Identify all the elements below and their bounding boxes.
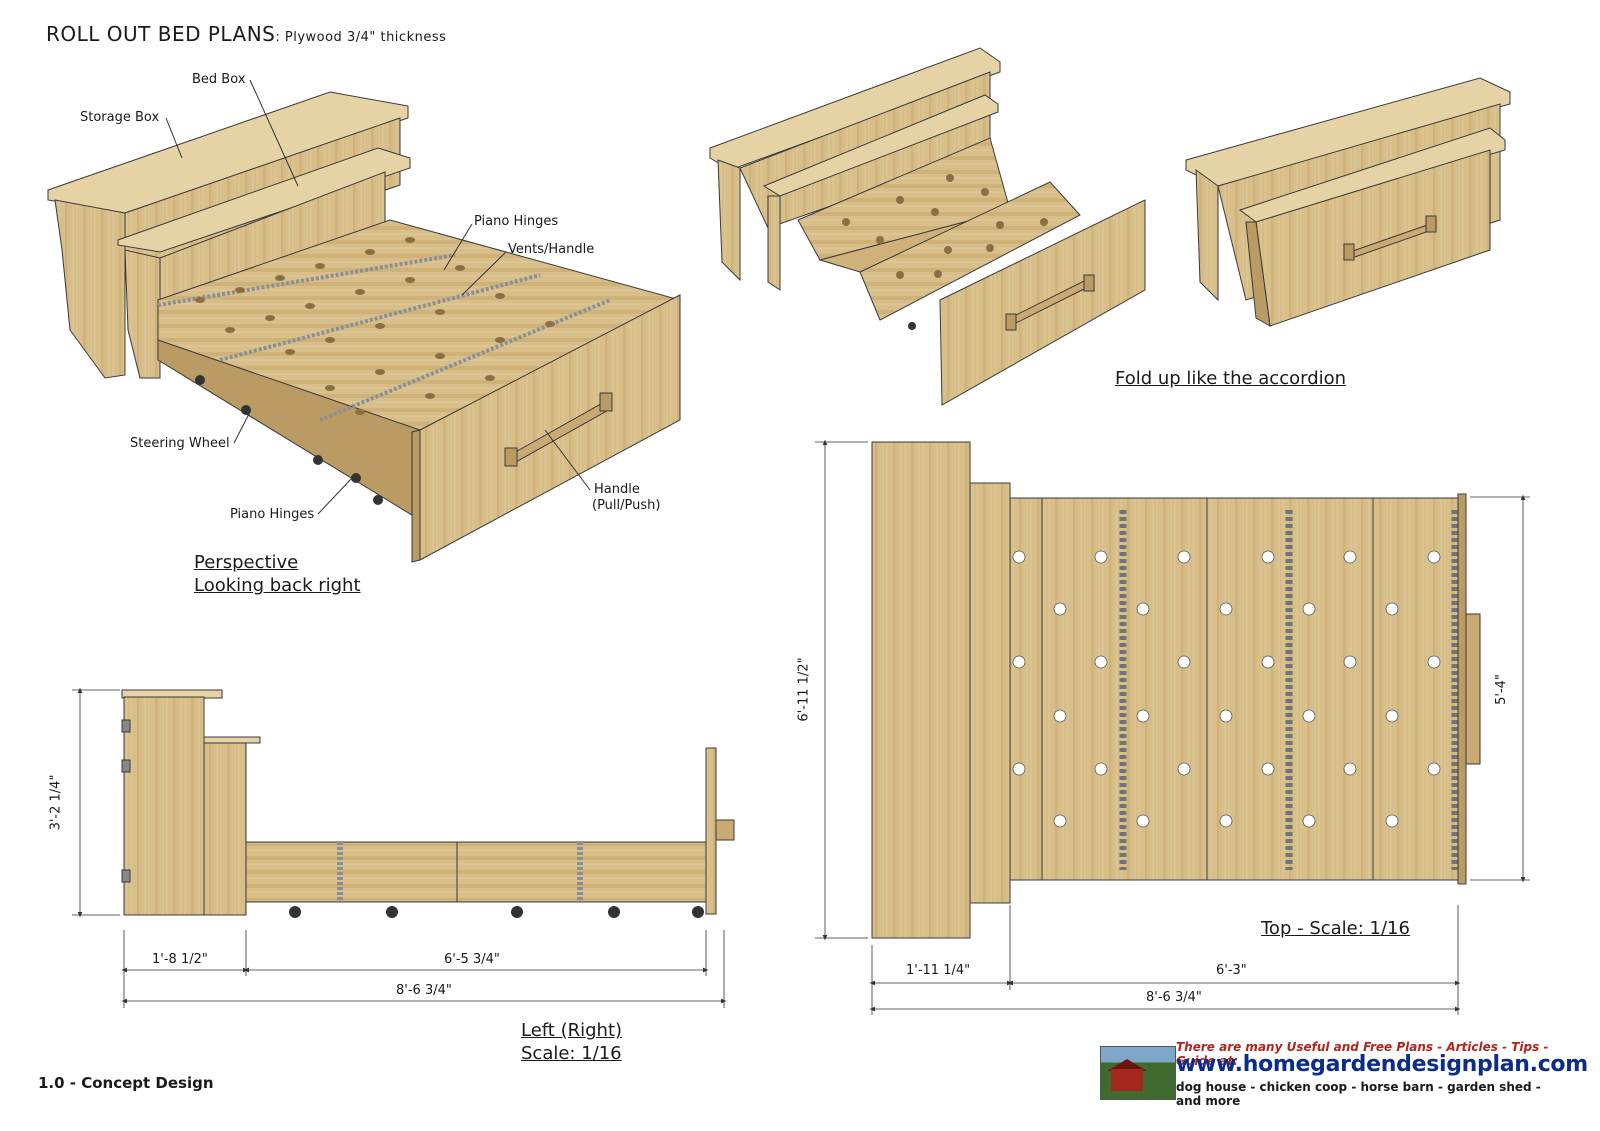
promo-categories: dog house - chicken coop - horse barn - … bbox=[1176, 1080, 1541, 1108]
top-dimension-lines bbox=[815, 439, 1530, 1015]
perspective-caption-sub: Looking back right bbox=[194, 575, 361, 596]
top-width-dim: 5'-4" bbox=[1493, 674, 1509, 705]
stowed-view bbox=[1185, 77, 1511, 327]
top-plan bbox=[815, 439, 1530, 1015]
farm-photo-icon bbox=[1100, 1046, 1176, 1100]
accordion-view bbox=[709, 47, 1146, 406]
promo-tagline: There are many Useful and Free Plans - A… bbox=[1176, 1040, 1549, 1068]
label-storage-box: Storage Box bbox=[80, 110, 160, 125]
perspective-view bbox=[47, 79, 682, 563]
side-dim-total: 8'-6 3/4" bbox=[396, 983, 452, 998]
perspective-caption: Perspective bbox=[194, 552, 299, 573]
top-dim-bed: 6'-3" bbox=[1216, 963, 1247, 978]
accordion-caption: Fold up like the accordion bbox=[1115, 368, 1347, 389]
top-caption: Top - Scale: 1/16 bbox=[1261, 918, 1410, 939]
piano-hinge bbox=[319, 298, 611, 422]
promo-banner[interactable]: There are many Useful and Free Plans - A… bbox=[1100, 1038, 1588, 1118]
steering-wheels bbox=[195, 375, 383, 505]
promo-url-link[interactable]: www.homegardendesignplan.com bbox=[1176, 1052, 1588, 1077]
label-handle: Handle bbox=[594, 482, 640, 497]
page-title: ROLL OUT BED PLANS: Plywood 3/4" thickne… bbox=[46, 22, 446, 46]
top-dim-total: 8'-6 3/4" bbox=[1146, 990, 1202, 1005]
top-vents bbox=[1012, 550, 1441, 828]
side-dim-bed: 6'-5 3/4" bbox=[444, 952, 500, 967]
vents bbox=[195, 237, 555, 415]
piano-hinge bbox=[219, 273, 541, 362]
label-vents-handle: Vents/Handle bbox=[508, 242, 595, 257]
side-height-dim: 3'-2 1/4" bbox=[48, 774, 64, 831]
bed-box bbox=[117, 147, 411, 253]
title-subtitle: : Plywood 3/4" thickness bbox=[275, 30, 447, 45]
side-dim-box: 1'-8 1/2" bbox=[152, 952, 208, 967]
top-dim-box: 1'-11 1/4" bbox=[906, 963, 971, 978]
title-main: ROLL OUT BED PLANS bbox=[46, 22, 276, 46]
side-caption: Left (Right) bbox=[521, 1020, 623, 1041]
label-piano-hinges-bottom: Piano Hinges bbox=[230, 507, 315, 522]
storage-box bbox=[47, 91, 409, 214]
perspective-handle bbox=[504, 392, 613, 467]
leader-lines bbox=[165, 79, 591, 515]
label-bed-box: Bed Box bbox=[192, 72, 246, 87]
label-handle-action: (Pull/Push) bbox=[592, 498, 661, 513]
side-elevation bbox=[72, 687, 735, 1008]
side-caption-scale: Scale: 1/16 bbox=[521, 1043, 622, 1064]
label-piano-hinges-top: Piano Hinges bbox=[474, 214, 559, 229]
piano-hinge bbox=[157, 253, 456, 307]
section-label: 1.0 - Concept Design bbox=[38, 1074, 214, 1092]
side-dimension-lines bbox=[72, 687, 727, 1008]
top-height-dim: 6'-11 1/2" bbox=[796, 657, 812, 722]
label-steering-wheel: Steering Wheel bbox=[130, 436, 230, 451]
